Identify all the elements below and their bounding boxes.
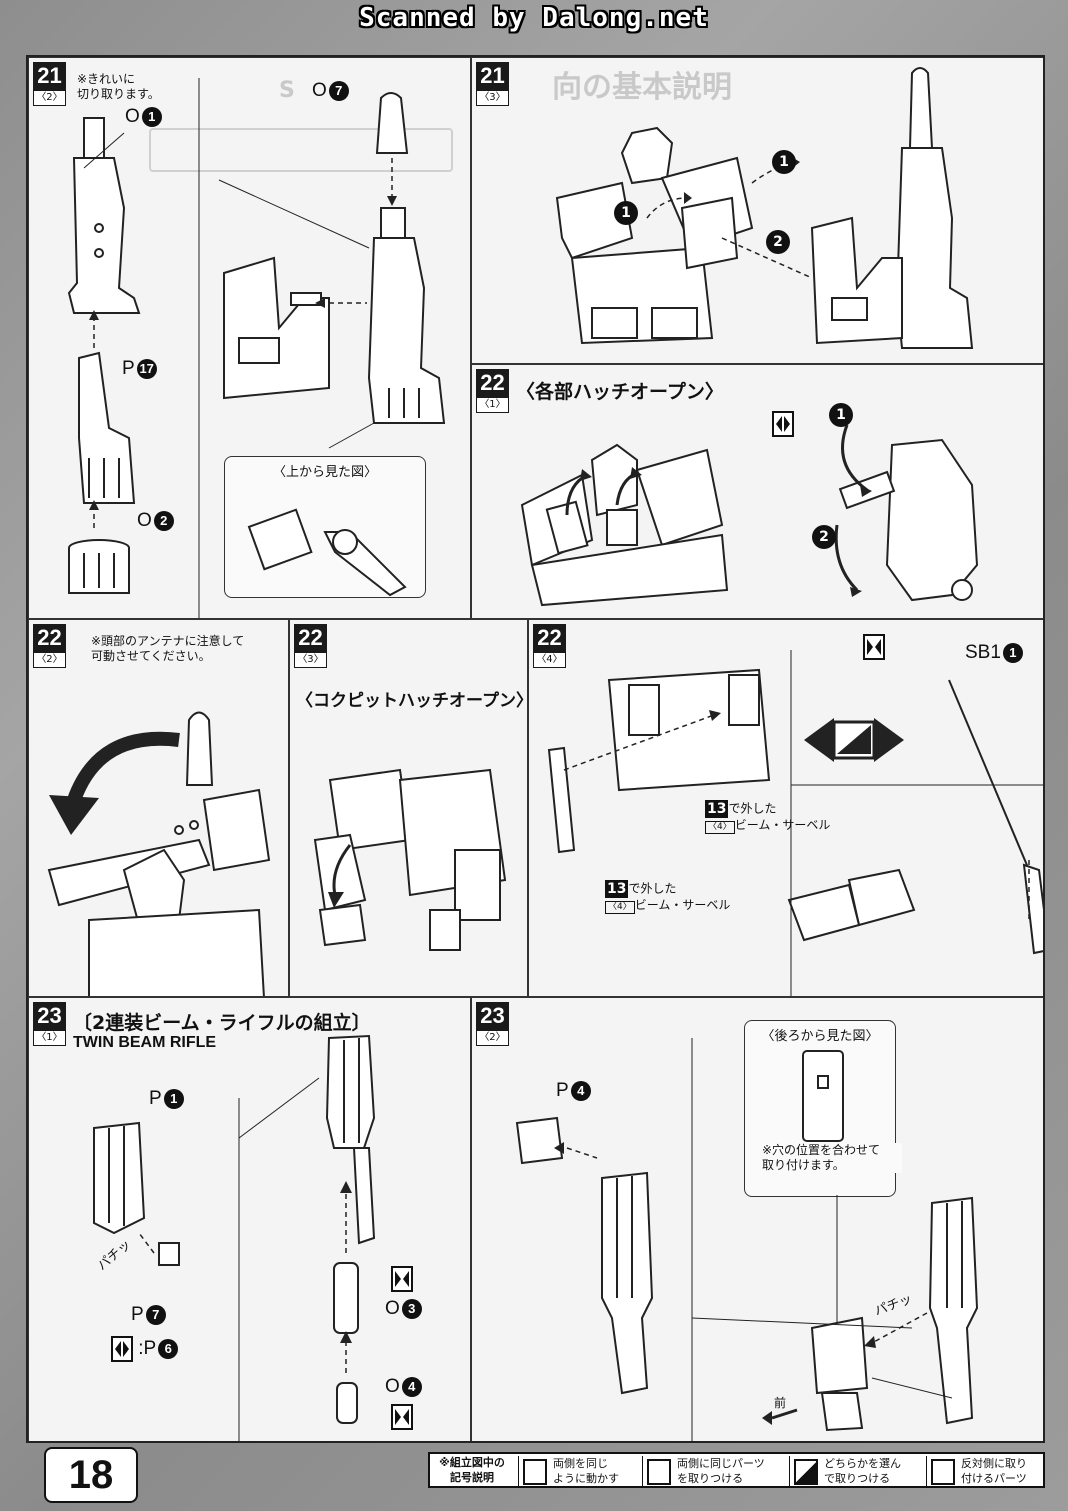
same-parts-both-sides-icon	[863, 634, 885, 660]
order-badge-1b: 1	[772, 150, 796, 174]
same-parts-icon-O3	[391, 1266, 413, 1292]
drawing-top-view	[247, 508, 407, 597]
step-number: 22	[533, 624, 566, 652]
legend-same-motion: 両側を同じ ように動かす	[518, 1456, 639, 1486]
scan-watermark: Scanned by Dalong.net	[359, 3, 709, 33]
order-badge-2: 2	[812, 525, 836, 549]
panel-step-22-2: 22 〈2〉 ※頭部のアンテナに注意して 可動させてください。	[28, 619, 289, 997]
step-label: 23 〈1〉	[33, 1002, 66, 1046]
step-label: 22 〈2〉	[33, 624, 66, 668]
step-number: 23	[476, 1002, 509, 1030]
opposite-parts-icon	[931, 1459, 955, 1485]
panel-step-21-3: 向の基本説明 21 〈3〉	[471, 57, 1043, 364]
section-heading: 〈各部ハッチオープン〉	[516, 381, 724, 403]
step-label: 23 〈2〉	[476, 1002, 509, 1046]
step-substep: 〈2〉	[476, 1030, 509, 1046]
step-label: 21 〈2〉	[33, 62, 66, 106]
step-number: 22	[294, 624, 327, 652]
step-substep: 〈1〉	[33, 1030, 66, 1046]
same-motion-icon	[772, 411, 794, 437]
drawing-hatch-open	[520, 424, 979, 607]
front-direction-label: 前	[774, 1396, 787, 1410]
step-number: 23	[33, 1002, 66, 1030]
callout-title: 〈上から見た図〉	[272, 465, 377, 480]
same-motion-icon	[523, 1459, 547, 1485]
drawing-torso-backpack-mount	[555, 67, 974, 349]
top-view-callout: 〈上から見た図〉	[224, 456, 426, 598]
drawing-head-rifle-rotation	[47, 711, 271, 996]
step-substep: 〈2〉	[33, 90, 66, 106]
step-number: 21	[476, 62, 509, 90]
legend-same-parts: 両側に同じパーツ を取りつける	[642, 1456, 788, 1486]
step-number: 22	[33, 624, 66, 652]
order-badge-2: 2	[766, 230, 790, 254]
drawing-twin-beam-rifle-assembly	[93, 1034, 376, 1441]
note-text: ※穴の位置を合わせて 取り付けます。	[762, 1143, 902, 1173]
step-label: 22 〈4〉	[533, 624, 566, 668]
step-number: 22	[476, 369, 509, 397]
drawing-back-view	[802, 1050, 844, 1142]
panel-step-23-1: 23 〈1〉 〔2連装ビーム・ライフルの組立〕 TWIN BEAM RIFLE …	[28, 997, 471, 1441]
drawing-rifle-stock-assembly	[67, 78, 446, 618]
legend-choose-one: どちらかを選ん で取りつける	[789, 1456, 925, 1486]
legend-opposite-parts: 反対側に取り 付けるパーツ	[926, 1456, 1044, 1486]
callout-title: 〈後ろから見た図〉	[761, 1029, 879, 1044]
step-label: 21 〈3〉	[476, 62, 509, 106]
symbol-legend: ※組立図中の 記号説明 両側を同じ ように動かす 両側に同じパーツ を取りつける…	[428, 1452, 1045, 1488]
order-badge-1a: 1	[614, 201, 638, 225]
step-label: 22 〈1〉	[476, 369, 509, 413]
order-badge-1: 1	[829, 403, 853, 427]
legend-title: ※組立図中の 記号説明	[439, 1456, 505, 1484]
step-substep: 〈3〉	[476, 90, 509, 106]
section-heading: 〔2連装ビーム・ライフルの組立〕	[73, 1012, 371, 1034]
same-parts-icon-O4	[391, 1404, 413, 1430]
note-text: ※きれいに 切り取ります。	[77, 72, 160, 101]
step-substep: 〈2〉	[33, 652, 66, 668]
same-parts-icon	[647, 1459, 671, 1485]
step-substep: 〈1〉	[476, 397, 509, 413]
section-heading: 〈コクピットハッチオープン〉	[296, 691, 528, 711]
step-substep: 〈4〉	[533, 652, 566, 668]
panel-step-22-1: 22 〈1〉 〈各部ハッチオープン〉	[471, 364, 1043, 619]
section-subheading: TWIN BEAM RIFLE	[73, 1034, 217, 1051]
panel-step-22-3: 22 〈3〉 〈コクピットハッチオープン〉	[289, 619, 528, 997]
step-number: 21	[33, 62, 66, 90]
drawing-rifle-hand-mount	[515, 1038, 979, 1441]
drawing-cockpit-hatch	[313, 768, 507, 951]
step-substep: 〈3〉	[294, 652, 327, 668]
note-text: ※頭部のアンテナに注意して 可動させてください。	[91, 634, 245, 663]
page-number: 18	[44, 1447, 138, 1503]
drawing-beam-saber-storage	[547, 650, 1043, 996]
choose-one-icon	[794, 1459, 818, 1485]
step-label: 22 〈3〉	[294, 624, 327, 668]
